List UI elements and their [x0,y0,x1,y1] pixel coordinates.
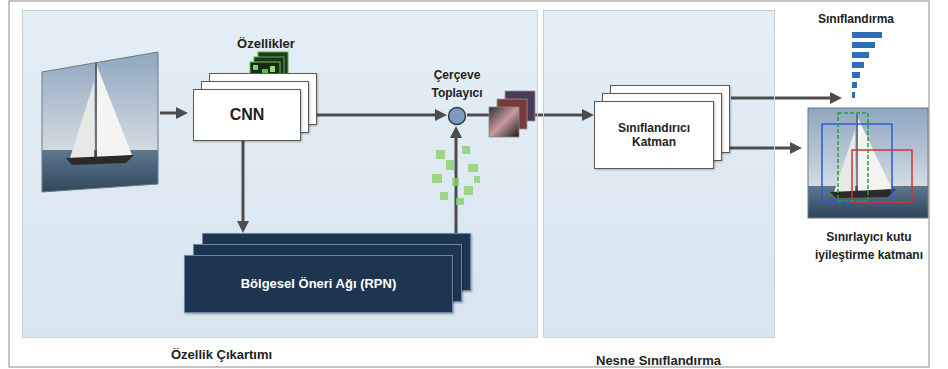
block-face: CNN [193,89,301,141]
free-label: Sınıflandırma [806,9,906,27]
stage-panel: Nesne SınıflandırmaSınıflandırıcı Katman [543,10,775,338]
flow-arrow [160,112,178,115]
roi-feature-image [489,91,535,137]
panel-title: Özellik Çıkartımı [171,347,272,362]
stage-panel: Özellik ÇıkartımıCNNÇerçeve ToplayıcıBöl… [22,10,538,338]
cnn-block: CNN [193,73,317,141]
flow-arrow [317,114,437,117]
output-frame [808,108,928,218]
detection-box [838,113,868,201]
rpn-block: Bölgesel Öneri Ağı (RPN) [184,233,471,313]
panel-heading: Özellik Çıkartımı [171,345,272,363]
input-image [40,50,160,195]
free-label: Sınırlayıcı kutu iyileştirme katmanı [802,227,936,263]
panel-fill [22,10,538,338]
image-frame [42,52,158,192]
node-heading: Çerçeve Toplayıcı [407,65,507,101]
block-face: Sınıflandırıcı Katman [594,101,714,169]
flow-arrow [731,97,832,100]
flow-arrow [722,147,792,150]
output-image [808,108,928,218]
flow-arrow [242,141,245,223]
region-proposals [432,146,480,205]
detection-box [852,150,912,202]
caption-label: Özellikler [237,36,295,51]
block-label: Sınıflandırıcı Katman [603,121,705,150]
free-label: Özellikler [226,34,306,52]
pooling-circle [447,106,467,126]
detection-box [822,124,892,202]
caption-label: Sınırlayıcı kutu iyileştirme katmanı [815,230,923,262]
block-label: CNN [230,105,265,124]
node-title: Çerçeve Toplayıcı [431,68,482,100]
block-face: Bölgesel Öneri Ağı (RPN) [184,255,453,313]
class-score-bars [852,32,882,98]
panel-title: Nesne Sınıflandırma [596,353,721,368]
panel-fill [543,10,775,338]
classifier-block: Sınıflandırıcı Katman [594,85,730,169]
block-label: Bölgesel Öneri Ağı (RPN) [241,276,397,292]
panel-heading: Nesne Sınıflandırma [596,351,721,369]
roi-pooling-node: Çerçeve Toplayıcı [447,106,467,126]
outer-frame [9,1,929,367]
caption-label: Sınıflandırma [818,12,894,26]
